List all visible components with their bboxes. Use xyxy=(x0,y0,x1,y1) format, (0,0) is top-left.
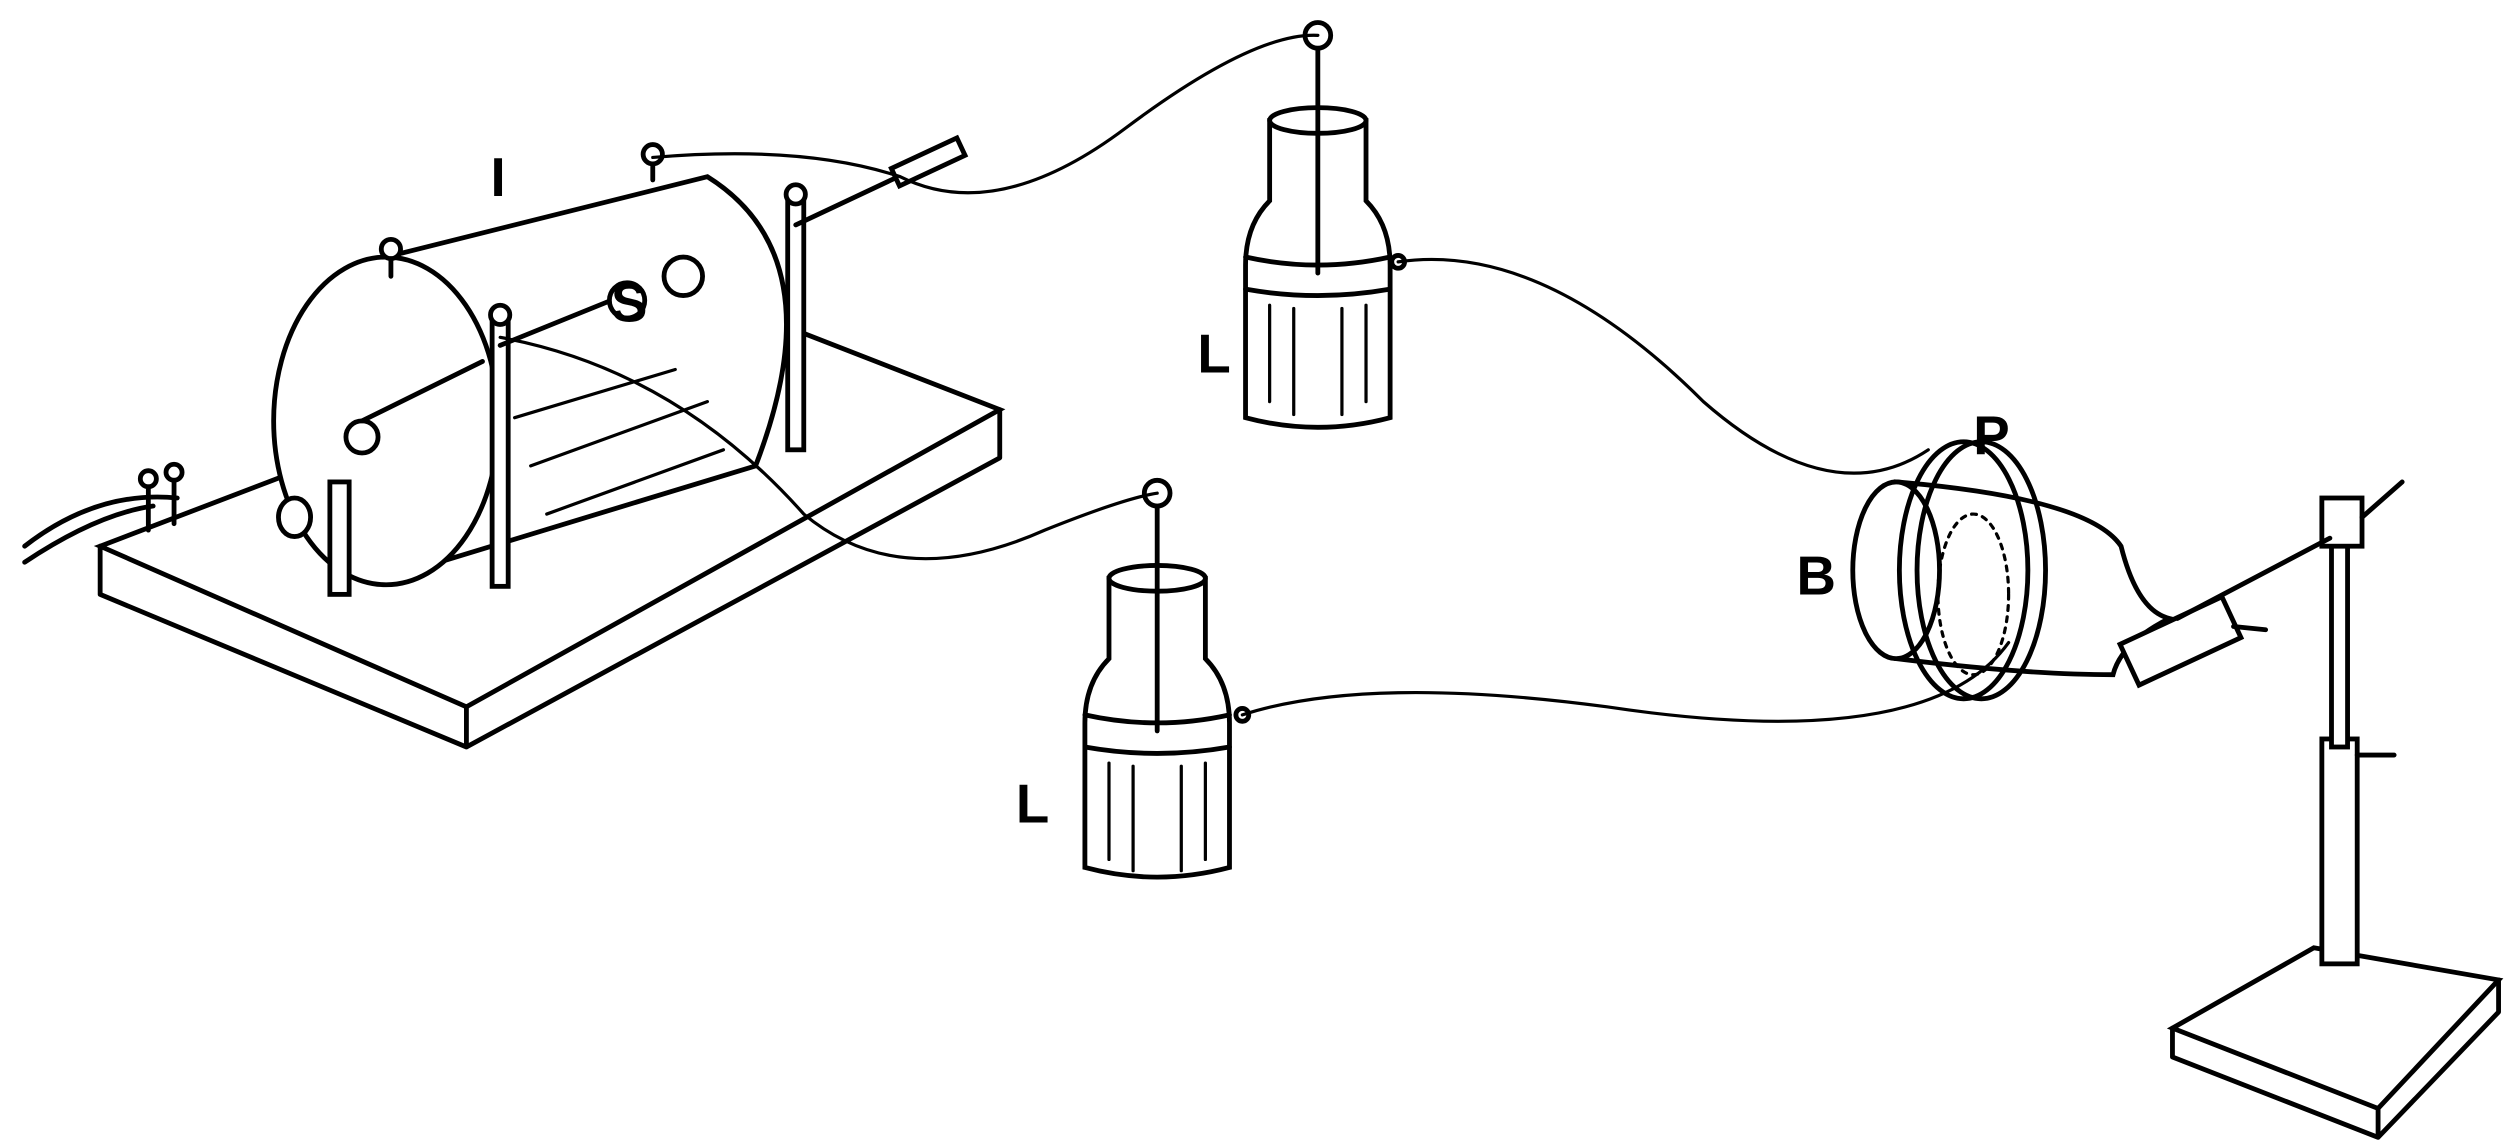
bulb-and-primary-coil xyxy=(1850,439,2269,702)
label-leyden-jar-upper: L xyxy=(1197,324,1230,385)
label-primary-coil: P xyxy=(1973,406,2009,467)
leyden-jar-upper xyxy=(1243,20,1407,430)
label-induction-coil: I xyxy=(491,147,506,208)
spark-gap-ball-left xyxy=(606,280,648,321)
label-bulb: B xyxy=(1797,545,1836,606)
retort-stand xyxy=(2166,479,2504,1140)
label-leyden-jar-lower: L xyxy=(1016,773,1049,834)
connecting-wires xyxy=(498,33,2011,723)
leyden-jar-lower xyxy=(1082,477,1252,880)
label-spark-gap: S xyxy=(611,272,647,333)
spark-gap-ball-right xyxy=(661,254,705,298)
induction-coil xyxy=(22,134,969,597)
